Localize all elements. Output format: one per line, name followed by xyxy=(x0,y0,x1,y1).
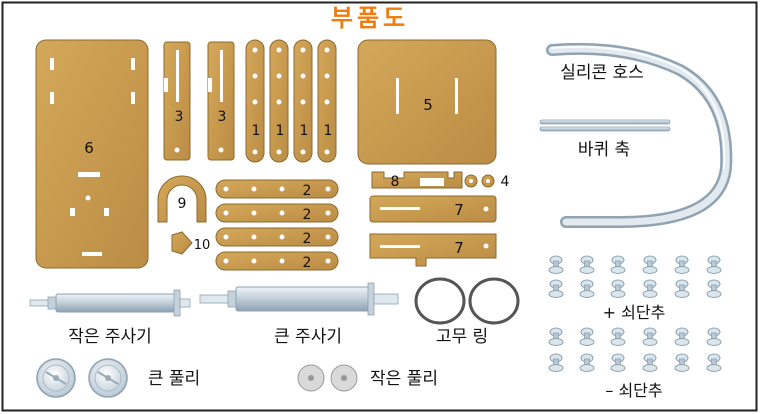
rubber-ring-label: 고무 링 xyxy=(436,327,488,347)
part-7-top: 7 xyxy=(369,195,497,223)
part-3-left-number: 3 xyxy=(175,109,184,125)
part-1-number-b: 1 xyxy=(276,123,285,139)
part-10-arrow: 10 xyxy=(171,231,211,255)
part-7-top-number: 7 xyxy=(454,201,464,219)
page-title: 부품도 xyxy=(331,4,409,32)
wheel-axle-label: 바퀴 축 xyxy=(578,140,630,160)
part-2-strip-a: 2 xyxy=(215,179,339,199)
large-syringe xyxy=(199,282,399,316)
part-2-strip-c: 2 xyxy=(215,227,339,247)
rubber-rings xyxy=(414,277,520,325)
part-4-washers: 4 xyxy=(464,174,510,190)
part-7-bottom-number: 7 xyxy=(454,239,464,257)
part-5-board: 5 xyxy=(357,39,497,165)
part-2-number-d: 2 xyxy=(303,255,312,271)
large-pulley-label: 큰 풀리 xyxy=(148,369,200,389)
silicone-hose-label: 실리콘 호스 xyxy=(560,63,644,83)
part-8-number: 8 xyxy=(391,174,400,190)
part-2-strips: 2 2 2 2 xyxy=(215,179,339,271)
part-6-number: 6 xyxy=(84,139,94,157)
part-10-number: 10 xyxy=(194,238,211,253)
part-2-strip-b: 2 xyxy=(215,203,339,223)
part-1-strip-a: 1 xyxy=(245,39,265,163)
small-syringe xyxy=(29,289,191,317)
part-1-strips: 1 1 1 1 xyxy=(245,39,337,163)
part-3-right-number: 3 xyxy=(218,109,227,125)
part-7-bottom: 7 xyxy=(369,233,497,267)
small-syringe-label: 작은 주사기 xyxy=(68,327,152,347)
part-1-number-a: 1 xyxy=(252,123,261,139)
part-4-number: 4 xyxy=(501,174,510,190)
part-8-notched-bar: 8 xyxy=(371,171,463,190)
wheel-axles xyxy=(539,119,671,132)
part-1-strip-d: 1 xyxy=(317,39,337,163)
part-6-base-board: 6 xyxy=(35,39,149,269)
silicone-hose xyxy=(546,42,733,228)
part-1-number-c: 1 xyxy=(300,123,309,139)
part-5-number: 5 xyxy=(423,96,433,114)
small-pulley-label: 작은 풀리 xyxy=(370,369,438,389)
part-2-number-b: 2 xyxy=(303,207,312,223)
part-2-number-a: 2 xyxy=(303,183,312,199)
small-pulleys xyxy=(297,364,358,392)
part-1-number-d: 1 xyxy=(324,123,333,139)
part-1-strip-c: 1 xyxy=(293,39,313,163)
part-1-strip-b: 1 xyxy=(269,39,289,163)
part-3-right: 3 xyxy=(207,41,235,161)
minus-pin-label: – 쇠단추 xyxy=(605,381,662,400)
part-2-strip-d: 2 xyxy=(215,251,339,271)
large-pulleys xyxy=(36,358,128,398)
part-3-left: 3 xyxy=(163,41,191,161)
part-9-number: 9 xyxy=(178,196,187,212)
part-9-arch: 9 xyxy=(157,175,207,223)
plus-pin-label: + 쇠단추 xyxy=(603,303,666,322)
large-syringe-label: 큰 주사기 xyxy=(274,327,342,347)
part-2-number-c: 2 xyxy=(303,231,312,247)
